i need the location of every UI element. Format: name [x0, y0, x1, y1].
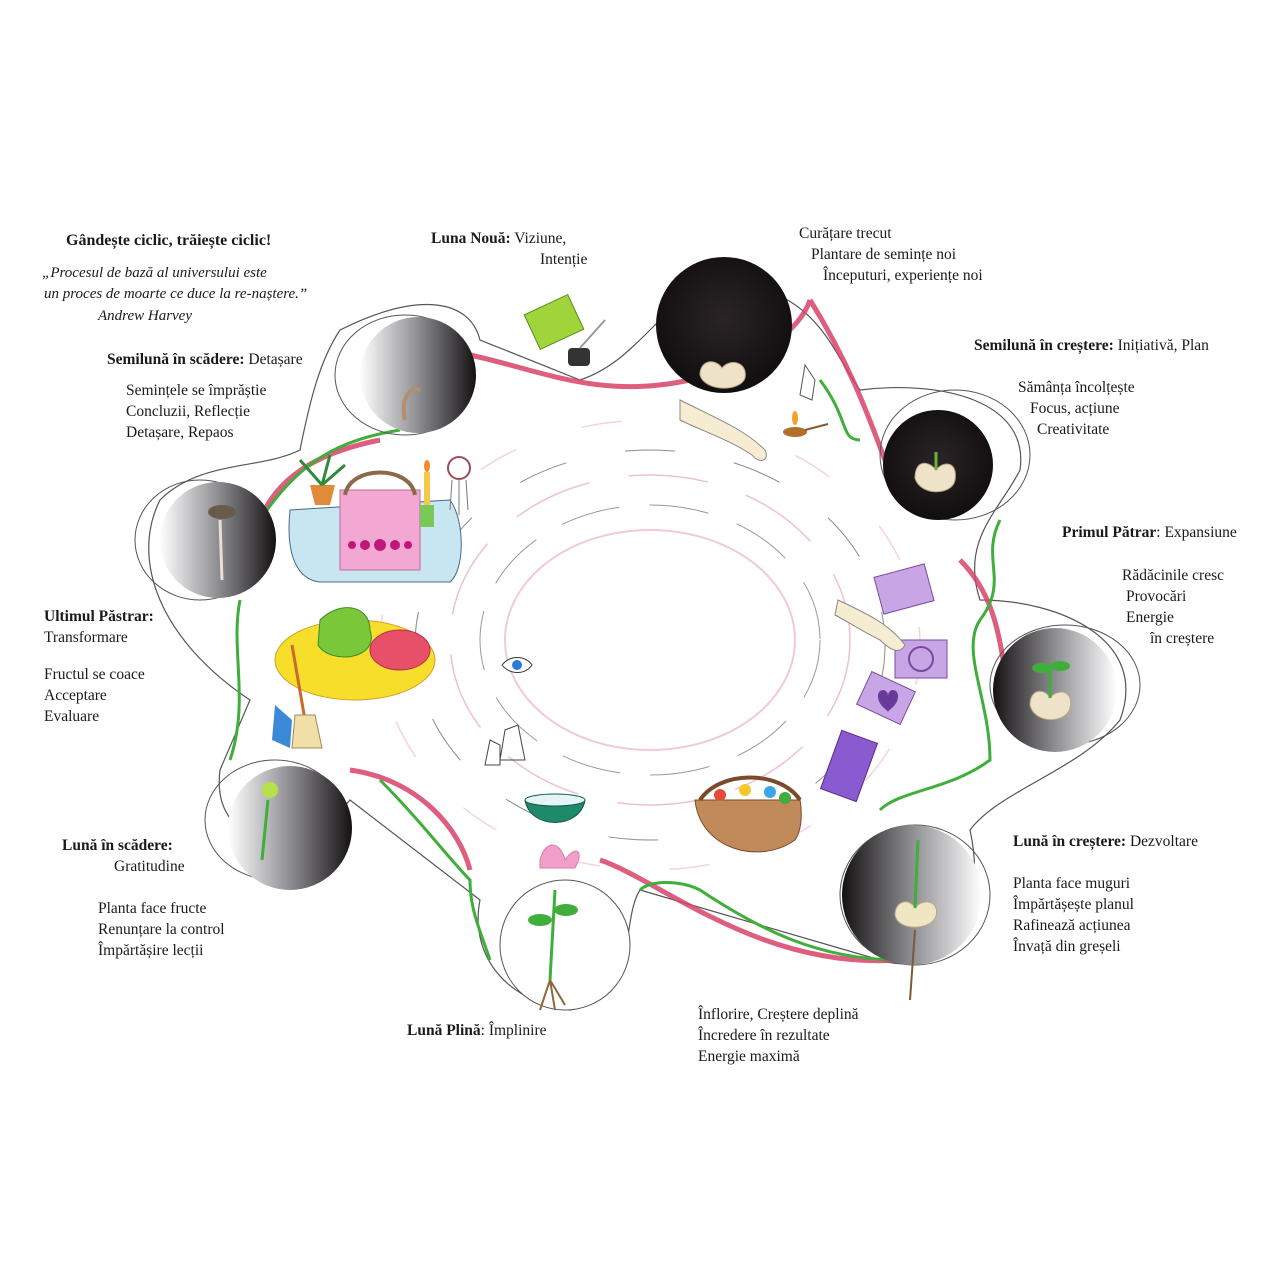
full-moon-note-2: Încredere în rezultate — [698, 1027, 830, 1044]
phase-theme: Detașare — [248, 351, 303, 368]
phase-new-moon-theme2: Intenție — [540, 251, 588, 268]
oracle-cards — [819, 563, 948, 803]
last-quarter-note-2: Acceptare — [44, 687, 107, 704]
first-quarter-note-3: Energie — [1126, 609, 1174, 626]
phase-theme: Inițiativă, Plan — [1117, 337, 1209, 354]
waning-gibbous-note-1: Planta face fructe — [98, 900, 207, 917]
phase-theme: Viziune, — [514, 230, 567, 247]
vines — [228, 379, 1002, 962]
phase-name: Luna Nouă: — [431, 230, 511, 247]
moon-first-quarter — [989, 624, 1141, 752]
phase-waning-gibbous-theme: Gratitudine — [114, 858, 185, 875]
dreamcatcher-icon — [447, 456, 471, 515]
moon-last-quarter — [134, 479, 276, 601]
phase-new-moon-label: Luna Nouă: Viziune, — [431, 228, 566, 249]
waning-crescent-note-1: Semințele se împrăștie — [126, 382, 267, 399]
waxing-gibbous-note-3: Rafinează acțiunea — [1013, 917, 1131, 934]
quote-author: Andrew Harvey — [98, 308, 192, 324]
first-quarter-note-1: Rădăcinile cresc — [1122, 567, 1224, 584]
phase-last-quarter-theme: Transformare — [44, 629, 128, 646]
moon-waxing-gibbous — [839, 824, 991, 1001]
waxing-gibbous-note-1: Planta face muguri — [1013, 875, 1131, 892]
phase-name: Ultimul Păstrar: — [44, 608, 154, 625]
last-quarter-note-1: Fructul se coace — [44, 666, 145, 683]
quote-line-1: „Procesul de bază al universului este — [42, 265, 267, 281]
phase-waxing-crescent-label: Semilună în creștere: Inițiativă, Plan — [974, 335, 1209, 356]
moon-new — [656, 257, 792, 393]
phase-theme: : Expansiune — [1156, 524, 1237, 541]
phase-waxing-gibbous-label: Lună în creștere: Dezvoltare — [1013, 831, 1198, 852]
waxing-gibbous-note-2: Împărtășește planul — [1013, 896, 1134, 913]
crystal-icon — [799, 363, 816, 401]
broom-dustpan-icon — [272, 644, 323, 749]
candle-icon — [420, 460, 434, 527]
first-quarter-note-4: în creștere — [1150, 630, 1215, 647]
oil-lamp-icon — [783, 411, 829, 437]
waning-crescent-note-2: Concluzii, Reflecție — [126, 403, 250, 420]
quote-line-2: un proces de moarte ce duce la re-nașter… — [44, 286, 308, 302]
phase-name: Lună în scădere: — [62, 837, 173, 854]
new-moon-note-1: Curățare trecut — [799, 225, 892, 242]
cycle-outline — [148, 279, 1127, 1011]
phase-waning-crescent-label: Semilună în scădere: Detașare — [107, 349, 303, 370]
phase-name: Lună în creștere: — [1013, 833, 1127, 850]
phase-waning-gibbous-label: Lună în scădere: — [62, 835, 173, 856]
phase-last-quarter-label: Ultimul Păstrar: — [44, 606, 154, 627]
phase-theme: Dezvoltare — [1129, 833, 1198, 850]
moon-waxing-crescent — [879, 389, 1031, 521]
moon-full — [499, 844, 631, 1011]
waxing-crescent-note-2: Focus, acțiune — [1030, 400, 1120, 417]
phase-first-quarter-label: Primul Pătrar: Expansiune — [1062, 522, 1237, 543]
third-eye-icon — [501, 657, 533, 673]
flower-basket-icon — [694, 775, 802, 853]
moon-waning-gibbous — [204, 759, 352, 890]
ribbon — [257, 298, 1013, 964]
book-icon — [523, 293, 585, 351]
altar-table — [288, 470, 462, 583]
cushions-rug — [274, 607, 436, 701]
first-quarter-note-2: Provocări — [1126, 588, 1187, 605]
waning-crescent-note-3: Detașare, Repaos — [126, 424, 234, 441]
full-moon-note-1: Înflorire, Creștere deplină — [698, 1006, 859, 1023]
phase-theme: : Împlinire — [480, 1022, 547, 1039]
hand-card-icon — [834, 599, 906, 651]
phase-name: Lună Plină — [407, 1022, 481, 1039]
phase-name: Primul Pătrar — [1062, 524, 1157, 541]
water-bowl-icon — [524, 793, 586, 823]
hand-planting-icon — [679, 399, 767, 461]
phase-name: Semilună în scădere: — [107, 351, 245, 368]
waxing-crescent-note-1: Sămânța încolțește — [1018, 379, 1135, 396]
plant-pot-icon — [298, 454, 346, 505]
new-moon-note-3: Începuturi, experiențe noi — [823, 267, 983, 284]
waxing-gibbous-note-4: Învață din greșeli — [1013, 938, 1121, 955]
crystals-icon — [484, 724, 526, 766]
waxing-crescent-note-3: Creativitate — [1037, 421, 1110, 438]
moon-waning-crescent — [334, 314, 476, 436]
waning-gibbous-note-3: Împărtășire lecții — [98, 942, 204, 959]
page-title: Gândește ciclic, trăiește ciclic! — [66, 232, 272, 249]
full-moon-note-3: Energie maximă — [698, 1048, 800, 1065]
inkwell-icon — [568, 319, 606, 366]
waning-gibbous-note-2: Renunțare la control — [98, 921, 225, 938]
center-swirl — [379, 419, 921, 871]
phase-name: Semilună în creștere: — [974, 337, 1114, 354]
phase-full-moon-label: Lună Plină: Împlinire — [407, 1020, 547, 1041]
last-quarter-note-3: Evaluare — [44, 708, 100, 725]
new-moon-note-2: Plantare de semințe noi — [811, 246, 957, 263]
